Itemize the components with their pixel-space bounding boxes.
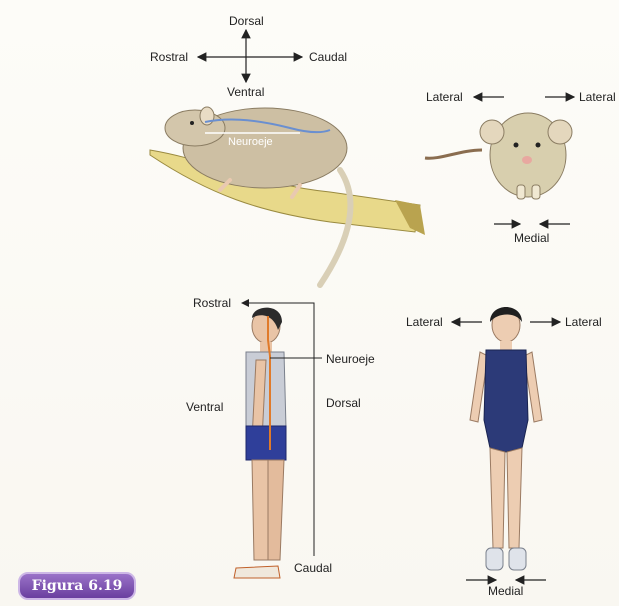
human-front-medial-label: Medial (488, 584, 523, 598)
rat-side-neuroaxis-label: Neuroeje (228, 135, 273, 149)
human-side-caudal-label: Caudal (294, 561, 332, 575)
rat-front-lateral-left-label: Lateral (426, 90, 463, 104)
figure-number-badge: Figura 6.19 (18, 572, 136, 600)
human-front-lateral-right-label: Lateral (565, 315, 602, 329)
human-side-illustration (234, 308, 286, 578)
human-side-ventral-label: Ventral (186, 400, 223, 414)
human-front-illustration (470, 307, 542, 570)
human-side-rostral-label: Rostral (193, 296, 231, 310)
rat-side-axis-arrows (198, 30, 302, 82)
rat-front-lateral-right-label: Lateral (579, 90, 616, 104)
rat-side-rostral-label: Rostral (150, 50, 188, 64)
rat-side-dorsal-label: Dorsal (229, 14, 264, 28)
rat-side-ventral-label: Ventral (227, 85, 264, 99)
human-side-dorsal-label: Dorsal (326, 396, 361, 410)
human-side-neuroaxis-label: Neuroeje (326, 352, 375, 366)
rat-front-medial-label: Medial (514, 231, 549, 245)
rat-side-illustration (150, 107, 425, 285)
rat-front-illustration (425, 113, 572, 199)
rat-side-caudal-label: Caudal (309, 50, 347, 64)
human-front-lateral-left-label: Lateral (406, 315, 443, 329)
